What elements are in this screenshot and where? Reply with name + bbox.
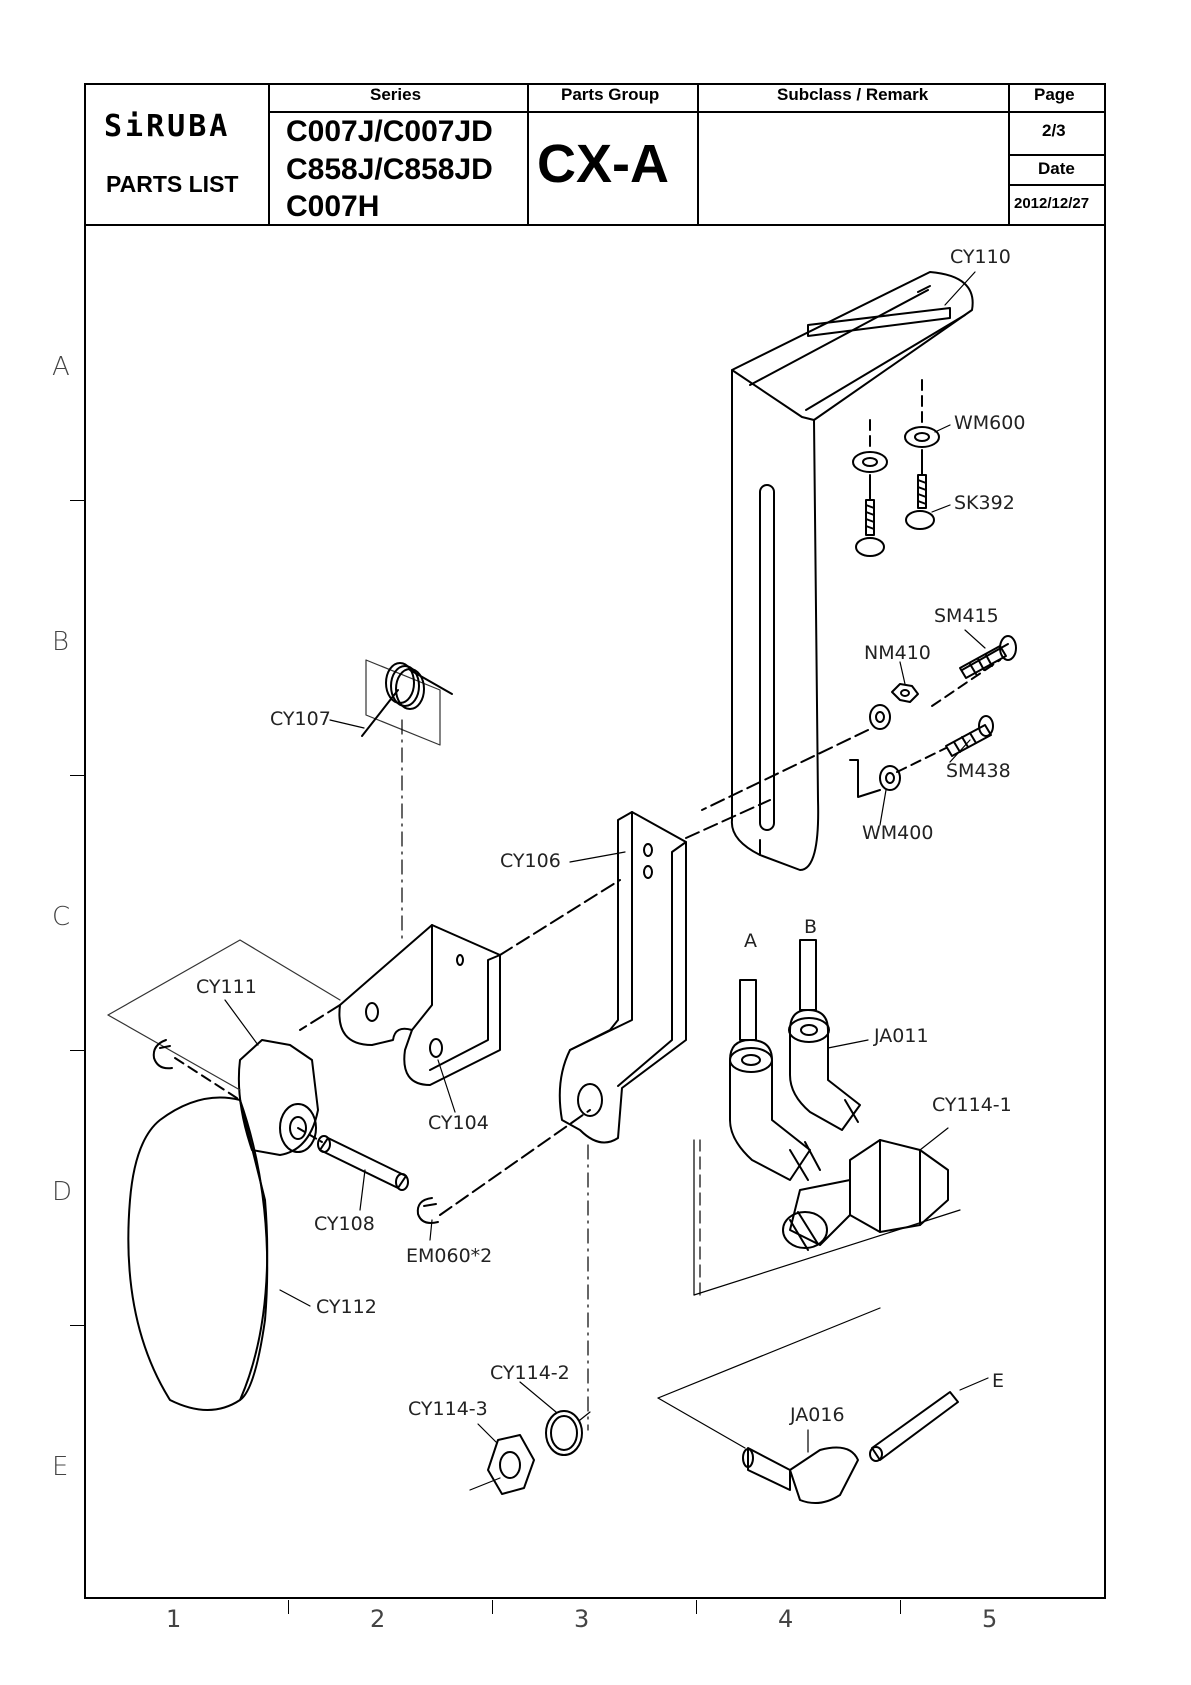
- part-wm600-washers: [853, 380, 939, 472]
- part-cy114-1-fitting: [694, 1140, 960, 1295]
- callout-ja016: JA016: [790, 1404, 845, 1426]
- part-fastener-set: [702, 636, 1016, 810]
- hose-label-e: E: [992, 1370, 1004, 1392]
- part-ja011-fittings: [730, 940, 860, 1180]
- callout-nm410: NM410: [864, 642, 931, 664]
- callout-cy114-1: CY114-1: [932, 1094, 1012, 1116]
- part-cy114-2-3: [470, 1145, 590, 1494]
- callout-cy114-2: CY114-2: [490, 1362, 570, 1384]
- part-cy110-bracket: [732, 272, 973, 870]
- part-cy108-pin: [298, 1128, 408, 1190]
- callout-cy108: CY108: [314, 1213, 375, 1235]
- callout-sm438: SM438: [946, 760, 1011, 782]
- callout-cy106: CY106: [500, 850, 561, 872]
- callout-sm415: SM415: [934, 605, 999, 627]
- callout-cy104: CY104: [428, 1112, 489, 1134]
- callout-cy112: CY112: [316, 1296, 377, 1318]
- callout-ja011: JA011: [874, 1025, 929, 1047]
- callout-cy107: CY107: [270, 708, 331, 730]
- leader-lines: [225, 272, 985, 1452]
- part-cy104-clevis: [300, 880, 620, 1085]
- callout-wm400: WM400: [862, 822, 933, 844]
- callout-cy111: CY111: [196, 976, 257, 998]
- hose-label-a: A: [744, 930, 757, 952]
- callout-cy110: CY110: [950, 246, 1011, 268]
- part-cy111-cy112-knob: [108, 940, 340, 1410]
- callout-em060: EM060*2: [406, 1245, 492, 1267]
- hose-label-b: B: [804, 916, 817, 938]
- callout-cy114-3: CY114-3: [408, 1398, 488, 1420]
- part-cy107-spring: [362, 660, 452, 940]
- callout-wm600: WM600: [954, 412, 1025, 434]
- callout-sk392: SK392: [954, 492, 1015, 514]
- part-cy106-plate: [560, 800, 770, 1143]
